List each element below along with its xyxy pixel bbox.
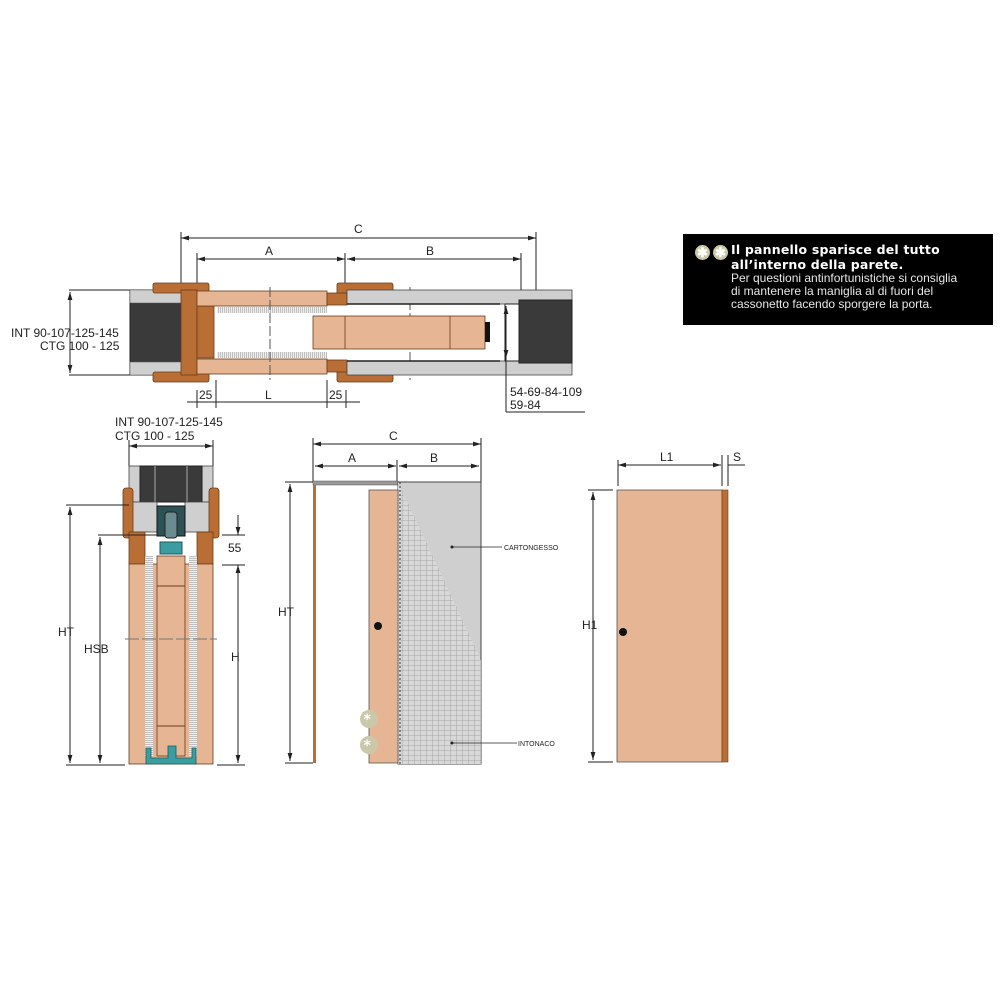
section-view: INT 90-107-125-145 CTG 100 - 125 55 HT H… xyxy=(58,415,245,766)
left-wall-block xyxy=(129,289,183,376)
label-front-c: C xyxy=(389,429,398,443)
label-wall-ctg: CTG 100 - 125 xyxy=(40,339,120,353)
label-25-right: 25 xyxy=(329,388,343,402)
label-25-left: 25 xyxy=(199,388,213,402)
note-body-2: di mantenere la maniglia al di fuori del xyxy=(731,284,934,298)
door-leaf-plan xyxy=(312,315,486,350)
door-handle xyxy=(374,622,382,630)
label-front-ht: HT xyxy=(278,605,295,619)
label-intonaco: INTONACO xyxy=(518,741,555,748)
label-h: H xyxy=(231,650,240,664)
note-heading-2: all’interno della parete. xyxy=(731,257,904,272)
label-front-b: B xyxy=(430,451,438,465)
door-handle xyxy=(619,628,627,636)
label-s: S xyxy=(733,450,741,464)
top-view-plan: C A B INT 90-107-125-145 CTG 100 - 125 2… xyxy=(11,222,585,413)
info-note: ✱ ✱ Il pannello sparisce del tutto all’i… xyxy=(683,234,993,325)
label-cavity-1: 54-69-84-109 xyxy=(510,385,582,399)
label-l1: L1 xyxy=(660,450,674,464)
label-b: B xyxy=(426,244,434,258)
label-front-a: A xyxy=(348,451,356,465)
label-cavity-2: 59-84 xyxy=(510,398,541,412)
asterisk-badge-icon: ✱ xyxy=(713,245,728,260)
note-body-1: Per questioni antinfortunistiche si cons… xyxy=(731,271,958,285)
label-hsb: HSB xyxy=(84,642,109,656)
asterisk-badge-icon: ✱ xyxy=(695,245,710,260)
svg-text:*: * xyxy=(364,712,372,728)
label-h1: H1 xyxy=(582,618,598,632)
asterisk-badge-icon xyxy=(360,710,378,728)
label-l: L xyxy=(265,388,272,402)
asterisk-badge-icon xyxy=(360,736,378,754)
label-wall-int: INT 90-107-125-145 xyxy=(11,326,119,340)
label-section-int: INT 90-107-125-145 xyxy=(115,415,223,429)
label-section-ctg: CTG 100 - 125 xyxy=(115,429,195,443)
front-view: * * C A B HT CARTONGESSO INTONACO xyxy=(278,429,559,765)
label-cartongesso: CARTONGESSO xyxy=(504,545,559,552)
svg-text:*: * xyxy=(364,738,372,754)
label-a: A xyxy=(265,244,273,258)
door-view: L1 S H1 xyxy=(582,450,745,763)
door-panel xyxy=(616,489,723,763)
label-55: 55 xyxy=(228,541,242,555)
label-c: C xyxy=(354,222,363,236)
label-ht: HT xyxy=(58,625,75,639)
note-body-3: cassonetto facendo sporgere la porta. xyxy=(731,297,933,311)
note-heading-1: Il pannello sparisce del tutto xyxy=(731,242,940,257)
